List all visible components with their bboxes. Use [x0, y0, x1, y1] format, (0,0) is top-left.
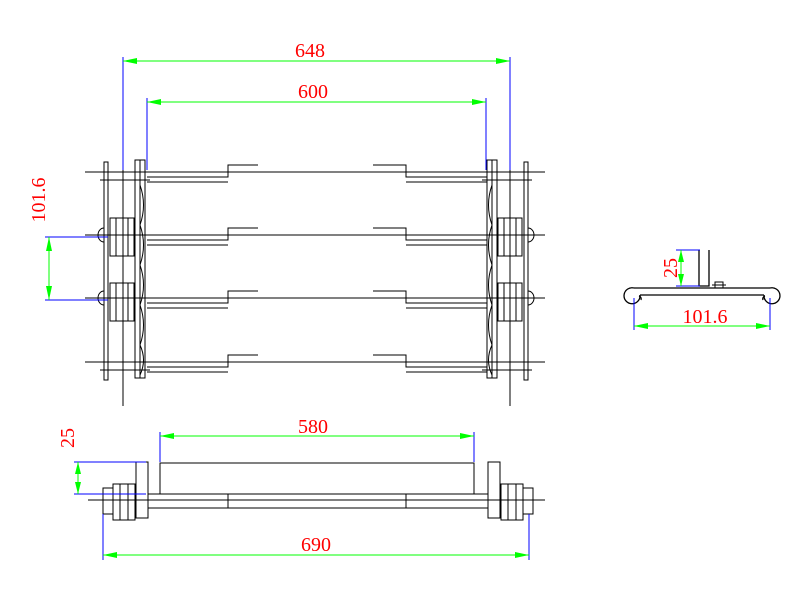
dimension-inner-width-label: 600 [298, 81, 328, 103]
front-view-geometry [88, 461, 545, 521]
dimension-flight-width: 580 [160, 416, 474, 439]
dimension-pitch-vertical-label: 101.6 [28, 178, 50, 223]
side-profile-geometry [623, 250, 781, 305]
top-view-right-chain [482, 159, 535, 381]
dimension-profile-pitch: 101.6 [634, 306, 770, 329]
dimension-inner-width: 600 [147, 81, 486, 105]
dimension-overall-width-label: 648 [295, 40, 325, 62]
dimension-profile-height: 25 [660, 250, 684, 286]
top-view: 648 600 101.6 [28, 40, 545, 406]
side-profile-extension-lines [633, 249, 771, 330]
top-view-flight-bars [147, 164, 487, 373]
dimension-overall-width: 648 [123, 40, 510, 64]
dimension-overall-length: 690 [103, 534, 529, 558]
top-view-shaft-lines [85, 171, 545, 363]
top-view-boundary-lines [122, 160, 511, 406]
front-view: 25 580 690 [57, 416, 545, 560]
front-view-extension-lines [74, 432, 530, 560]
dimension-profile-height-label: 25 [660, 258, 682, 278]
dimension-flight-width-label: 580 [298, 416, 328, 438]
dimension-front-height-label: 25 [57, 428, 79, 448]
top-view-extension-lines [45, 57, 511, 301]
dimension-pitch-vertical: 101.6 [28, 178, 52, 300]
top-view-left-chain [97, 159, 150, 381]
dimension-front-height: 25 [57, 428, 81, 494]
dimension-profile-pitch-label: 101.6 [683, 306, 728, 328]
side-profile-view: 25 101.6 [623, 249, 781, 330]
dimension-overall-length-label: 690 [301, 534, 331, 556]
